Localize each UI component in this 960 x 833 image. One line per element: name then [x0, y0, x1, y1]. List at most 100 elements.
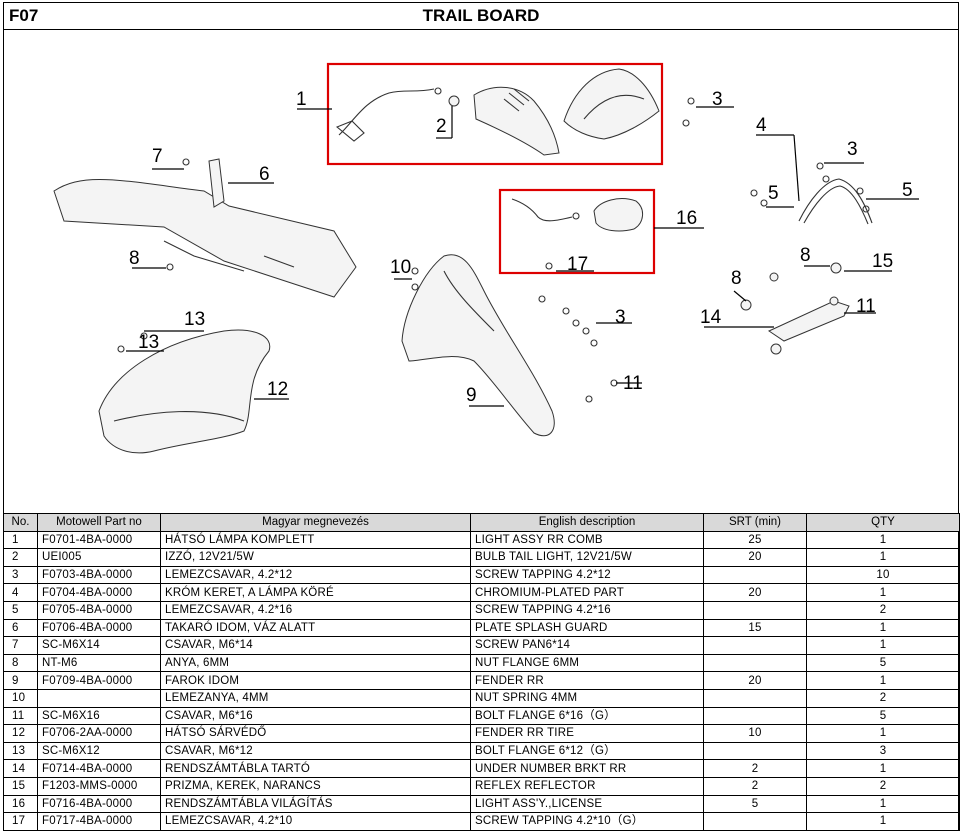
table-header-row: No. Motowell Part no Magyar megnevezés E…: [3, 513, 960, 532]
cell-no: 1: [3, 530, 38, 550]
cell-srt: [703, 636, 807, 655]
callout-11b: 11: [623, 373, 643, 394]
page-title: TRAIL BOARD: [422, 6, 540, 25]
cell-srt: [703, 653, 807, 673]
cell-qty: 1: [806, 548, 960, 567]
col-header-part-no: Motowell Part no: [37, 513, 161, 532]
cell-part-no: SC-M6X16: [37, 706, 161, 726]
cell-no: 5: [3, 600, 38, 620]
rear-fender-tire-drawing: [98, 329, 271, 454]
callout-8: 8: [129, 248, 140, 269]
cell-hungarian: LEMEZANYA, 4MM: [160, 688, 471, 708]
cell-hungarian: ANYA, 6MM: [160, 653, 471, 673]
bulb-drawing: [448, 95, 460, 107]
cell-hungarian: TAKARÓ IDOM, VÁZ ALATT: [160, 618, 471, 638]
cell-hungarian: RENDSZÁMTÁBLA TARTÓ: [160, 759, 471, 778]
cell-qty: 5: [806, 653, 960, 673]
cell-qty: 10: [806, 565, 960, 585]
callout-1: 1: [296, 89, 307, 110]
cell-part-no: SC-M6X12: [37, 741, 161, 761]
tail-light-housing-drawing: [473, 86, 560, 156]
col-header-hungarian: Magyar megnevezés: [160, 513, 471, 532]
cell-hungarian: CSAVAR, M6*16: [160, 706, 471, 726]
cell-hungarian: LEMEZCSAVAR, 4.2*12: [160, 565, 471, 585]
cell-srt: [703, 812, 807, 831]
cell-no: 8: [3, 653, 38, 673]
cell-english: BOLT FLANGE 6*16（G）: [470, 706, 704, 726]
cell-english: SCREW TAPPING 4.2*10（G）: [470, 812, 704, 831]
cell-hungarian: PRIZMA, KEREK, NARANCS: [160, 776, 471, 796]
cell-qty: 1: [806, 759, 960, 778]
callout-10: 10: [390, 257, 411, 278]
leader-lines: [126, 106, 919, 407]
cell-hungarian: CSAVAR, M6*14: [160, 636, 471, 655]
tail-light-lens-drawing: [563, 68, 660, 140]
cell-no: 3: [3, 565, 38, 585]
callout-3b: 3: [847, 139, 858, 160]
cell-english: BOLT FLANGE 6*12（G）: [470, 741, 704, 761]
cell-qty: 1: [806, 530, 960, 550]
col-header-srt: SRT (min): [703, 513, 807, 532]
cell-no: 16: [3, 794, 38, 814]
cell-no: 9: [3, 671, 38, 690]
page-header: TRAIL BOARD F07: [3, 2, 959, 30]
exploded-parts-diagram: 1 2 3 4 3 5 5 7 6 16 8 10 17 8 8 15 13 1…: [4, 31, 958, 513]
callout-11: 11: [856, 296, 876, 317]
cell-english: UNDER NUMBER BRKT RR: [470, 759, 704, 778]
cell-qty: 5: [806, 706, 960, 726]
highlight-box-license-light: [498, 188, 656, 275]
callout-8b: 8: [731, 268, 742, 289]
cell-english: NUT SPRING 4MM: [470, 688, 704, 708]
cell-qty: 2: [806, 600, 960, 620]
callout-7: 7: [152, 146, 163, 167]
cell-srt: [703, 741, 807, 761]
cell-srt: 10: [703, 724, 807, 743]
cell-srt: 20: [703, 548, 807, 567]
splash-guard-drawing: [53, 179, 357, 298]
callout-13: 13: [184, 309, 205, 330]
callout-3: 3: [712, 89, 723, 110]
cell-no: 2: [3, 548, 38, 567]
section-code: F07: [9, 6, 39, 25]
callout-16: 16: [676, 208, 697, 229]
cell-english: SCREW TAPPING 4.2*16: [470, 600, 704, 620]
callout-5b: 5: [902, 180, 913, 201]
callout-13b: 13: [138, 332, 159, 353]
cell-english: LIGHT ASS'Y.,LICENSE: [470, 794, 704, 814]
cell-english: REFLEX REFLECTOR: [470, 776, 704, 796]
callout-17: 17: [567, 254, 588, 275]
col-header-english: English description: [470, 513, 704, 532]
callout-2: 2: [436, 116, 447, 137]
cell-qty: 1: [806, 636, 960, 655]
cell-srt: 20: [703, 671, 807, 690]
cell-qty: 3: [806, 741, 960, 761]
cell-no: 17: [3, 812, 38, 831]
cell-part-no: F1203-MMS-0000: [37, 776, 161, 796]
cell-no: 12: [3, 724, 38, 743]
callout-4: 4: [756, 115, 767, 136]
cell-part-no: F0703-4BA-0000: [37, 565, 161, 585]
cell-part-no: F0709-4BA-0000: [37, 671, 161, 690]
cell-no: 7: [3, 636, 38, 655]
cell-hungarian: HÁTSÓ SÁRVÉDŐ: [160, 724, 471, 743]
cell-part-no: [37, 688, 161, 708]
cell-english: CHROMIUM-PLATED PART: [470, 583, 704, 602]
callout-6: 6: [259, 164, 270, 185]
cell-qty: 1: [806, 812, 960, 831]
cell-part-no: SC-M6X14: [37, 636, 161, 655]
cell-hungarian: FAROK IDOM: [160, 671, 471, 690]
cell-part-no: F0716-4BA-0000: [37, 794, 161, 814]
cell-hungarian: HÁTSÓ LÁMPA KOMPLETT: [160, 530, 471, 550]
cell-srt: 15: [703, 618, 807, 638]
cell-english: NUT FLANGE 6MM: [470, 653, 704, 673]
callout-12: 12: [267, 379, 288, 400]
